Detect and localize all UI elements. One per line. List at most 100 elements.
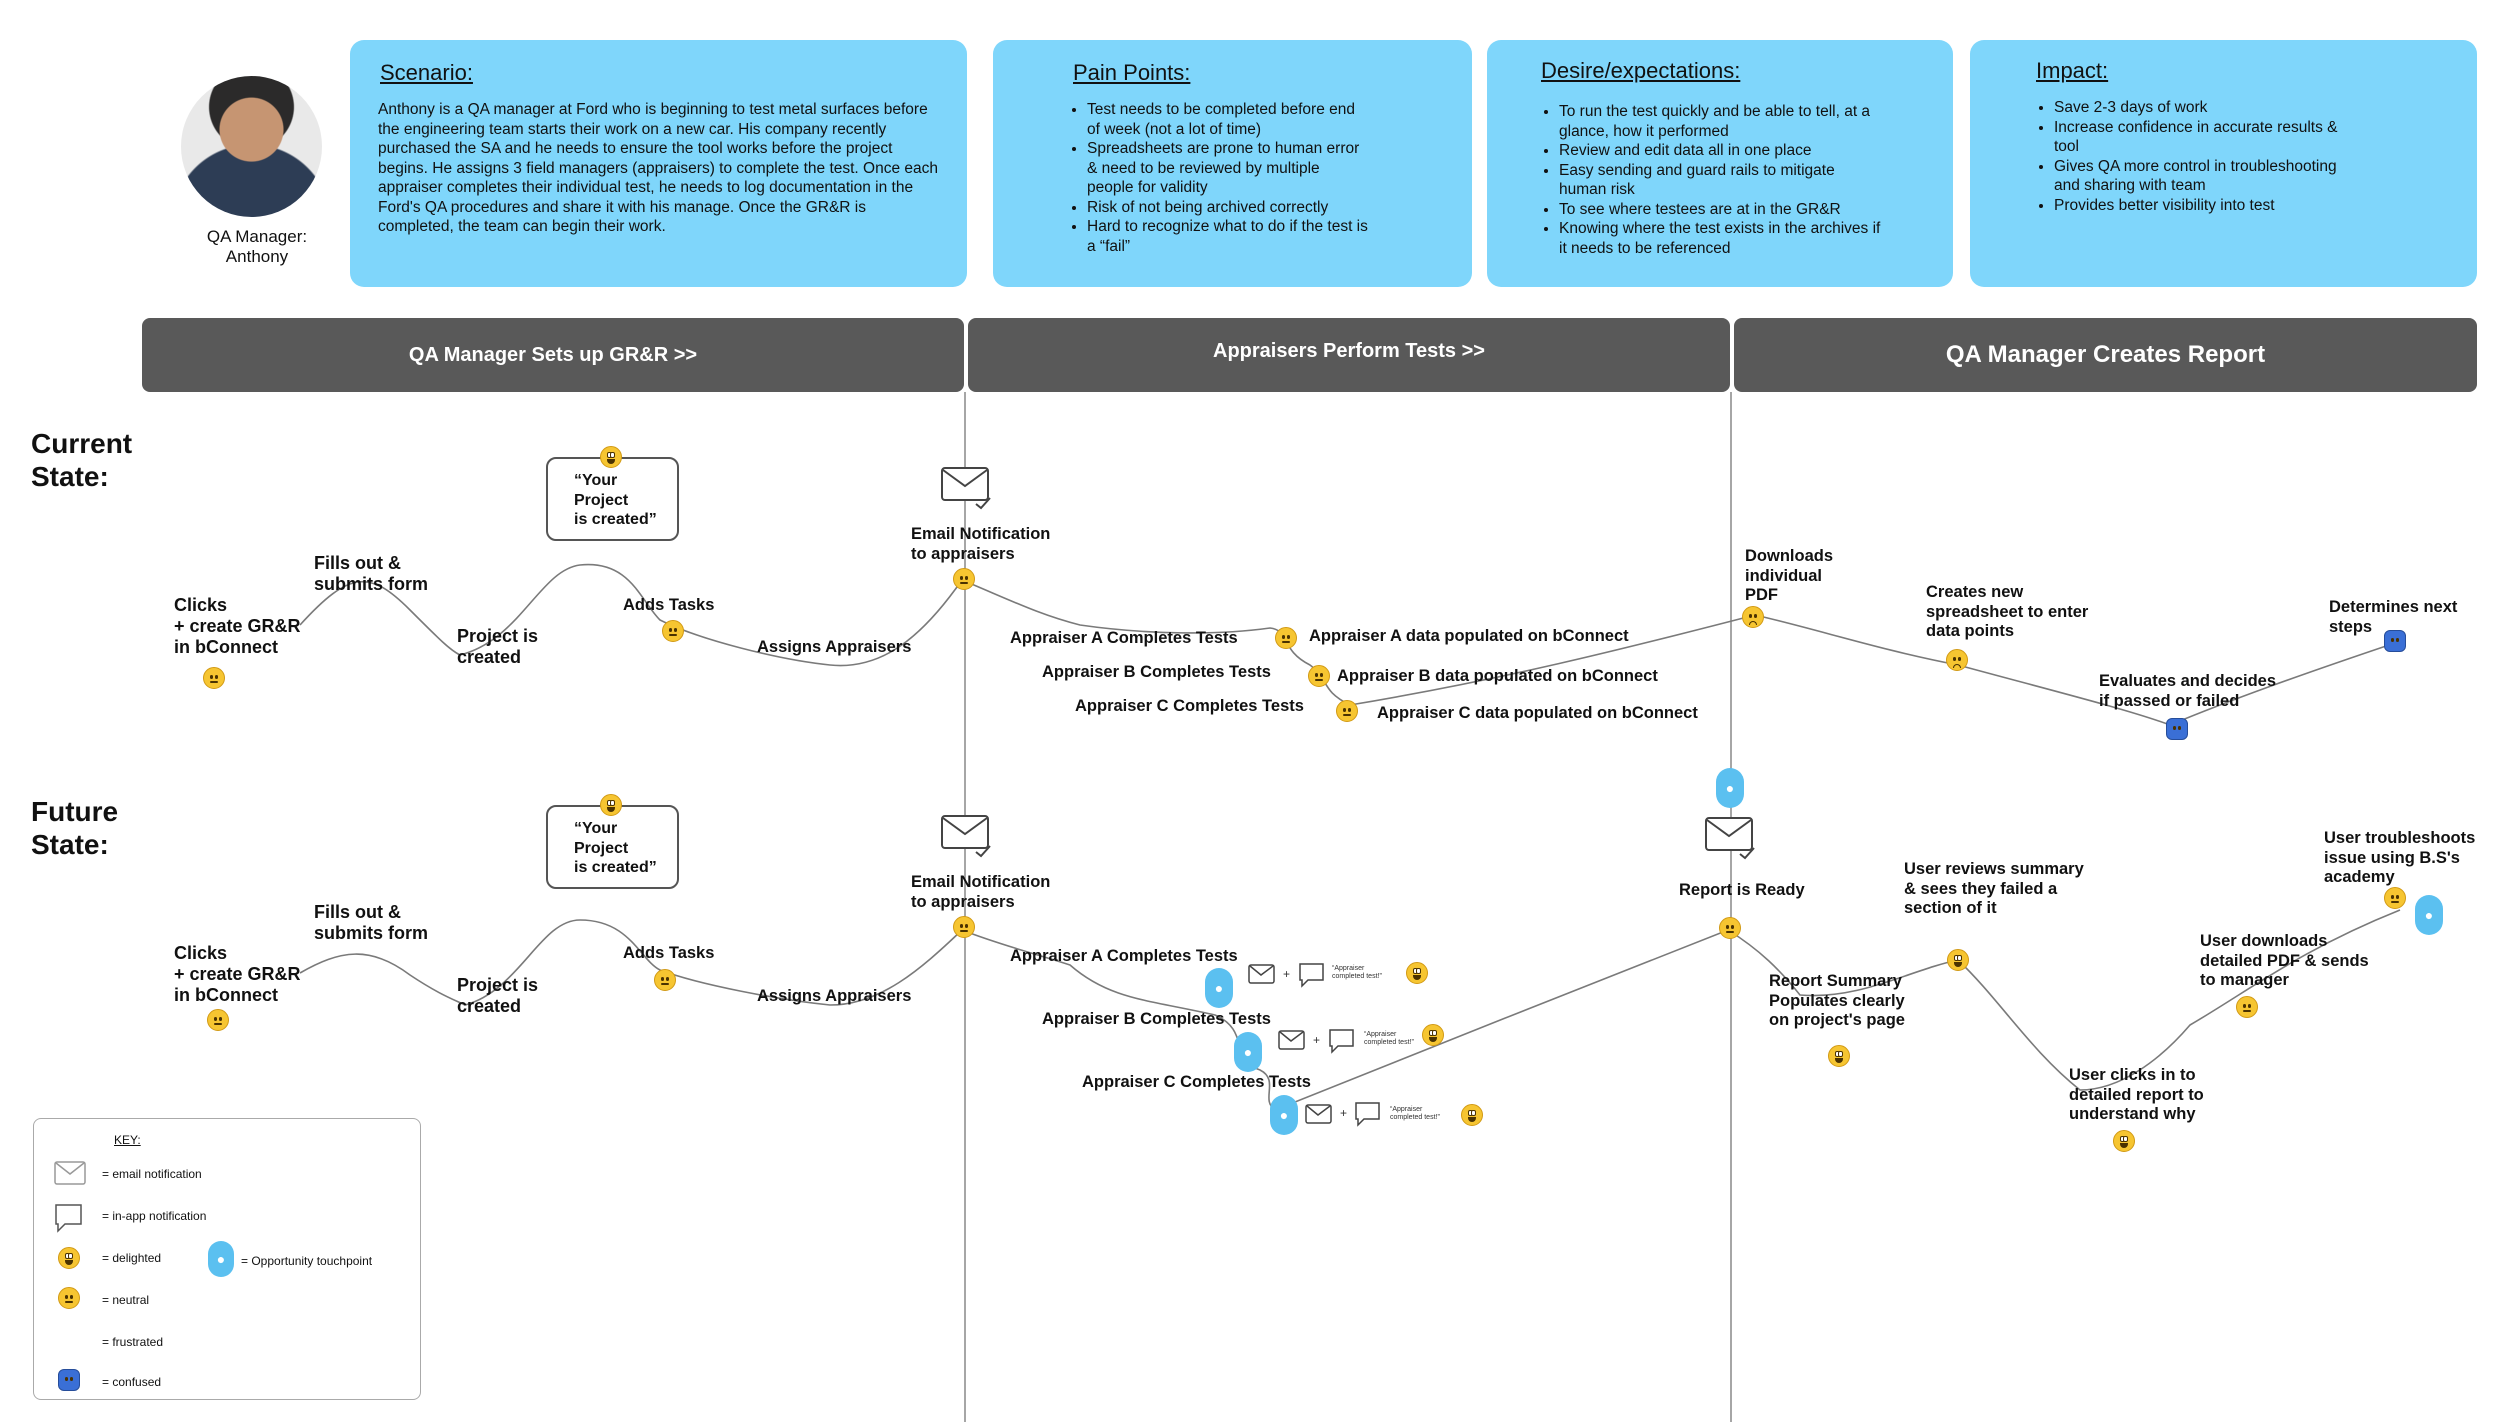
- impact-title: Impact:: [2036, 58, 2109, 83]
- neutral-emoji: [662, 620, 684, 642]
- list-item: To run the test quickly and be able to t…: [1559, 102, 1881, 141]
- list-item: To see where testees are at in the GR&R: [1559, 200, 1881, 220]
- opportunity-touchpoint: ●: [2415, 895, 2443, 935]
- current-fills-label: Fills out & submits form: [314, 553, 429, 594]
- future-report-ready-label: Report is Ready: [1679, 881, 1805, 899]
- list-item: Save 2-3 days of work: [2054, 98, 2356, 118]
- delighted-emoji: [600, 446, 622, 468]
- opportunity-touchpoint: ●: [1205, 968, 1233, 1008]
- plus-sign: +: [1340, 1106, 1348, 1120]
- pain-points-list: Test needs to be completed before end of…: [1069, 100, 1369, 256]
- chat-bubble-icon: [55, 1204, 82, 1233]
- confused-emoji: [58, 1369, 80, 1391]
- future-assigns-label: Assigns Appraisers: [757, 987, 912, 1005]
- future-b-tests-label: Appraiser B Completes Tests: [1042, 1010, 1271, 1028]
- future-downloads-label: User downloads detailed PDF & sends to m…: [2200, 932, 2369, 989]
- neutral-emoji: [953, 568, 975, 590]
- neutral-emoji: [654, 969, 676, 991]
- future-clicks-in-label: User clicks in to detailed report to und…: [2069, 1066, 2204, 1123]
- future-fills-label: Fills out & submits form: [314, 902, 429, 943]
- phase-appraisers: Appraisers Perform Tests >>: [968, 318, 1730, 392]
- list-item: Gives QA more control in troubleshooting…: [2054, 157, 2356, 196]
- neutral-emoji: [1275, 627, 1297, 649]
- legend-key: KEY: = email notification = in-app notif…: [33, 1118, 421, 1400]
- neutral-emoji: [203, 667, 225, 689]
- delighted-emoji: [1828, 1045, 1850, 1067]
- current-c-tests-label: Appraiser C Completes Tests: [1075, 697, 1304, 715]
- key-touchpoint-label: = Opportunity touchpoint: [241, 1254, 373, 1268]
- scenario-card: Scenario: Anthony is a QA manager at For…: [350, 40, 967, 287]
- email-icon: [941, 815, 991, 858]
- current-c-data-label: Appraiser C data populated on bConnect: [1377, 704, 1698, 722]
- opportunity-touchpoint: ●: [1270, 1095, 1298, 1135]
- email-icon: [54, 1161, 86, 1185]
- list-item: Easy sending and guard rails to mitigate…: [1559, 161, 1881, 200]
- future-project-bubble: “Your Project is created”: [546, 805, 679, 889]
- opportunity-touchpoint: ●: [1234, 1032, 1262, 1072]
- pain-points-card: Pain Points: Test needs to be completed …: [993, 40, 1472, 287]
- future-project-label: Project is created: [457, 975, 539, 1016]
- future-adds-tasks-label: Adds Tasks: [623, 944, 715, 962]
- frustrated-emoji: [1946, 649, 1968, 671]
- email-icon: [1705, 817, 1755, 860]
- key-in-app-label: = in-app notification: [102, 1209, 207, 1223]
- neutral-emoji: [1308, 665, 1330, 687]
- key-email-label: = email notification: [102, 1167, 202, 1181]
- desire-card: Desire/expectations: To run the test qui…: [1487, 40, 1953, 287]
- delighted-emoji: [1947, 949, 1969, 971]
- future-state-label: Future State:: [31, 796, 119, 860]
- impact-list: Save 2-3 days of work Increase confidenc…: [2036, 98, 2356, 215]
- chat-bubble-icon: [1299, 963, 1324, 988]
- delighted-emoji: [600, 794, 622, 816]
- list-item: Increase confidence in accurate results …: [2054, 118, 2356, 157]
- current-b-data-label: Appraiser B data populated on bConnect: [1337, 667, 1658, 685]
- phase-setup: QA Manager Sets up GR&R >>: [142, 318, 964, 392]
- in-app-message: “Appraiser completed test!”: [1332, 965, 1382, 980]
- persona-avatar: [181, 76, 322, 217]
- current-a-tests-label: Appraiser A Completes Tests: [1010, 629, 1238, 647]
- phase-report: QA Manager Creates Report: [1734, 318, 2477, 392]
- current-creates-label: Creates new spreadsheet to enter data po…: [1926, 583, 2089, 640]
- future-summary-label: Report Summary Populates clearly on proj…: [1769, 972, 1905, 1029]
- future-troubleshoots-label: User troubleshoots issue using B.S's aca…: [2324, 829, 2476, 886]
- key-delighted-label: = delighted: [102, 1251, 162, 1265]
- future-a-tests-label: Appraiser A Completes Tests: [1010, 947, 1238, 965]
- neutral-emoji: [58, 1287, 80, 1309]
- delighted-emoji: [1406, 962, 1428, 984]
- email-icon: [1305, 1104, 1332, 1124]
- delighted-emoji: [1422, 1024, 1444, 1046]
- impact-card: Impact: Save 2-3 days of work Increase c…: [1970, 40, 2477, 287]
- delighted-emoji: [58, 1247, 80, 1269]
- email-icon: [941, 467, 991, 510]
- frustrated-emoji: [1742, 606, 1764, 628]
- in-app-message: “Appraiser completed test!”: [1364, 1031, 1414, 1046]
- opportunity-touchpoint: ●: [1716, 768, 1744, 808]
- key-frustrated-label: = frustrated: [102, 1335, 164, 1349]
- neutral-emoji: [207, 1009, 229, 1031]
- neutral-emoji: [1719, 917, 1741, 939]
- confused-emoji: [2384, 630, 2406, 652]
- future-reviews-label: User reviews summary & sees they failed …: [1904, 860, 2084, 917]
- desire-list: To run the test quickly and be able to t…: [1541, 102, 1881, 258]
- email-icon: [1248, 964, 1275, 984]
- future-email-label: Email Notification to appraisers: [911, 873, 1051, 911]
- list-item: Hard to recognize what to do if the test…: [1087, 217, 1369, 256]
- chat-bubble-icon: [1329, 1029, 1354, 1054]
- current-clicks-label: Clicks + create GR&R in bConnect: [174, 595, 301, 657]
- chat-bubble-icon: [1355, 1102, 1380, 1127]
- delighted-emoji: [2113, 1130, 2135, 1152]
- confused-emoji: [2166, 718, 2188, 740]
- neutral-emoji: [953, 916, 975, 938]
- scenario-body: Anthony is a QA manager at Ford who is b…: [378, 101, 939, 235]
- pain-points-title: Pain Points:: [1073, 60, 1191, 85]
- neutral-emoji: [2236, 996, 2258, 1018]
- future-c-tests-label: Appraiser C Completes Tests: [1082, 1073, 1311, 1091]
- current-project-bubble: “Your Project is created”: [546, 457, 679, 541]
- email-icon: [1278, 1030, 1305, 1050]
- list-item: Test needs to be completed before end of…: [1087, 100, 1369, 139]
- current-adds-tasks-label: Adds Tasks: [623, 596, 715, 614]
- key-neutral-label: = neutral: [102, 1293, 150, 1307]
- desire-title: Desire/expectations:: [1541, 58, 1741, 83]
- current-evaluates-label: Evaluates and decides if passed or faile…: [2099, 672, 2276, 710]
- key-title: KEY:: [114, 1133, 141, 1147]
